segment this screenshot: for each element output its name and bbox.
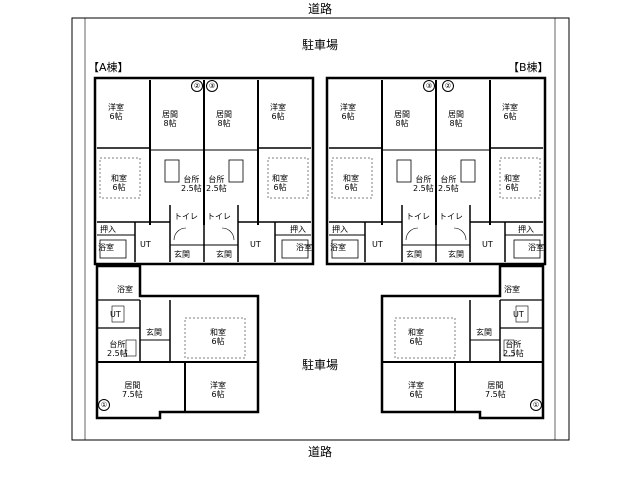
genkan-a1-lower: 玄関 bbox=[146, 328, 162, 337]
genkan-b1-lower: 玄関 bbox=[476, 328, 492, 337]
unit-number-a3: ③ bbox=[206, 80, 218, 92]
b-building-upper bbox=[325, 76, 547, 266]
oshiire-a4: 押入 bbox=[290, 225, 306, 234]
building-b-label: 【B棟】 bbox=[508, 61, 549, 74]
yokushitsu-b4: 浴室 bbox=[528, 243, 544, 252]
yokushitsu-a1-lower: 浴室 bbox=[117, 285, 133, 294]
ut-a4: UT bbox=[250, 240, 261, 249]
unit-number-a1: ① bbox=[98, 399, 110, 411]
ut-b4: UT bbox=[482, 240, 493, 249]
road-label-bottom: 道路 bbox=[308, 445, 333, 459]
road-label-top: 道路 bbox=[308, 2, 333, 16]
ut-a1-lower: UT bbox=[110, 310, 121, 319]
oshiire-b1: 押入 bbox=[332, 225, 348, 234]
ut-b1: UT bbox=[372, 240, 383, 249]
genkan-b3: 玄関 bbox=[406, 250, 422, 259]
parking-label-top: 駐車場 bbox=[302, 38, 339, 52]
toilet-a3: トイレ bbox=[207, 212, 231, 221]
yokushitsu-a1: 浴室 bbox=[98, 243, 114, 252]
lot-boundary bbox=[71, 17, 570, 441]
toilet-b3: トイレ bbox=[406, 212, 430, 221]
toilet-a2: トイレ bbox=[174, 212, 198, 221]
a-building-upper bbox=[93, 76, 315, 266]
oshiire-a1: 押入 bbox=[100, 225, 116, 234]
genkan-a3: 玄関 bbox=[216, 250, 232, 259]
genkan-a2: 玄関 bbox=[174, 250, 190, 259]
toilet-b2: トイレ bbox=[439, 212, 463, 221]
yokushitsu-b1-lower: 浴室 bbox=[504, 285, 520, 294]
yokushitsu-a4: 浴室 bbox=[296, 243, 312, 252]
yokushitsu-b1: 浴室 bbox=[330, 243, 346, 252]
ut-b1-lower: UT bbox=[513, 310, 524, 319]
a-building-lower bbox=[95, 264, 260, 420]
genkan-b2: 玄関 bbox=[448, 250, 464, 259]
unit-number-b3: ③ bbox=[423, 80, 435, 92]
unit-number-b1: ① bbox=[530, 399, 542, 411]
ut-a1: UT bbox=[140, 240, 151, 249]
b-building-lower bbox=[380, 264, 545, 420]
parking-label-center: 駐車場 bbox=[302, 358, 339, 372]
unit-number-b2: ② bbox=[442, 80, 454, 92]
unit-number-a2: ② bbox=[191, 80, 203, 92]
building-a-label: 【A棟】 bbox=[88, 61, 129, 74]
oshiire-b4: 押入 bbox=[518, 225, 534, 234]
